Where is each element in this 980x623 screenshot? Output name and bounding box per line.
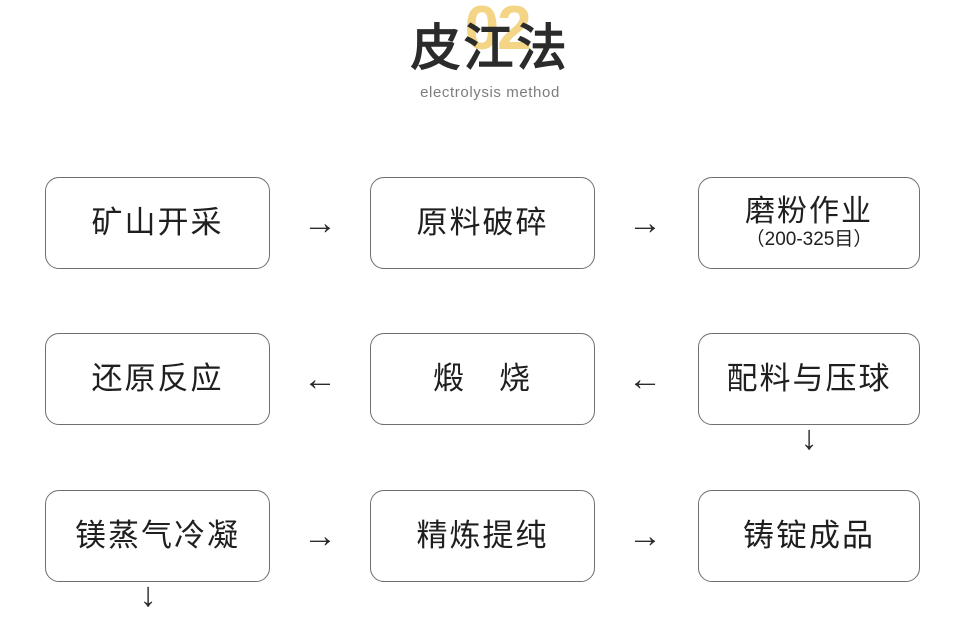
flow-node-label: 矿山开采 [91,204,224,240]
flow-node-magnesium-vapor-condensation[interactable]: 镁蒸气冷凝 [45,490,270,582]
flow-node-label: 煅 烧 [433,360,532,396]
flow-node-mining[interactable]: 矿山开采 [45,177,270,269]
flow-node-sublabel: （200-325目） [745,229,873,251]
flow-node-ingot-casting-product[interactable]: 铸锭成品 [698,490,920,582]
arrow-right-icon: → [303,204,337,242]
flow-node-label: 镁蒸气冷凝 [75,517,240,553]
page-title: 皮江法 [410,20,570,76]
arrow-down-icon: ↓ [800,419,818,457]
arrow-left-icon: ← [303,360,337,398]
flow-node-label: 磨粉作业 [745,194,873,228]
header-step-number: 02 [464,0,532,63]
flow-row-1: 矿山开采 → 原料破碎 → 磨粉作业 （200-325目） [0,177,980,269]
flow-node-raw-crushing[interactable]: 原料破碎 [370,177,595,269]
page-subtitle: electrolysis method [420,84,560,101]
flow-node-grinding[interactable]: 磨粉作业 （200-325目） [698,177,920,269]
flow-node-label: 铸锭成品 [743,517,875,553]
flow-row-3: 镁蒸气冷凝 → 精炼提纯 → 铸锭成品 [0,490,980,582]
flow-node-label: 精炼提纯 [416,517,549,553]
arrow-down-icon: ↓ [139,576,157,614]
arrow-left-icon: ← [628,360,662,398]
header: 02 皮江法 electrolysis method [0,0,980,140]
flow-node-calcination[interactable]: 煅 烧 [370,333,595,425]
arrow-right-icon: → [628,517,662,555]
flow-row-2: 还原反应 ← 煅 烧 ← 配料与压球 [0,333,980,425]
flow-node-label: 原料破碎 [416,204,549,240]
title-wrap: 02 皮江法 [410,0,570,88]
arrow-right-icon: → [303,517,337,555]
flow-node-label: 配料与压球 [726,360,892,396]
flow-node-reduction-reaction[interactable]: 还原反应 [45,333,270,425]
arrow-right-icon: → [628,204,662,242]
flow-node-refining-purification[interactable]: 精炼提纯 [370,490,595,582]
flow-node-batching-briquetting[interactable]: 配料与压球 [698,333,920,425]
flow-node-label: 还原反应 [91,360,224,396]
header-inner: 02 皮江法 electrolysis method [410,0,570,101]
process-flowchart: 矿山开采 → 原料破碎 → 磨粉作业 （200-325目） ↓ 还原反应 ← 煅… [0,140,980,612]
